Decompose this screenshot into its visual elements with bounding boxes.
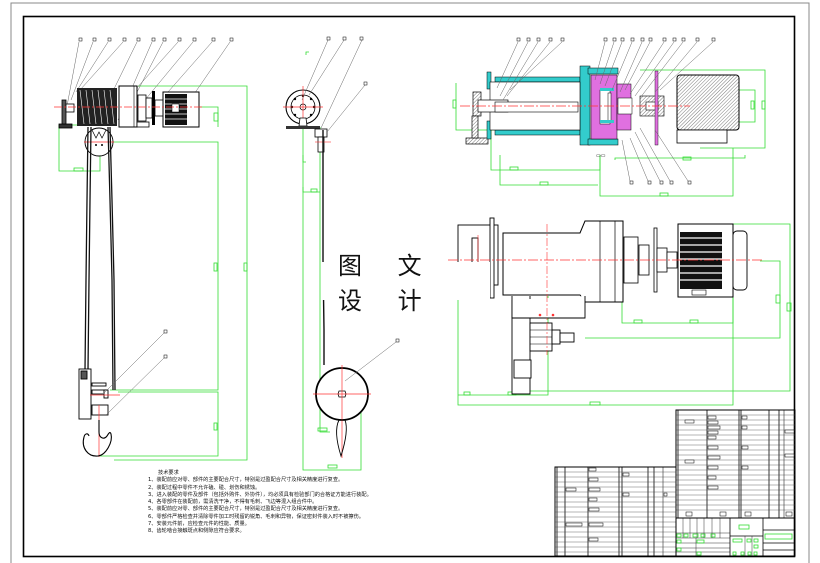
brake-disc — [654, 70, 659, 146]
section-view: ▭▭ — [452, 37, 766, 197]
hoist-rope — [84, 126, 116, 391]
requirement-item: 3、进入装配的零件及部件（包括外购件、外协件），均必须具有检验部门的合格证方能进… — [148, 491, 372, 498]
hook-block — [78, 368, 109, 420]
bearing-stand — [58, 99, 75, 129]
requirement-item: 7、安装元件前，应检查元件的性能、质量。 — [148, 521, 250, 528]
side-hook — [336, 419, 347, 458]
requirement-item: 1、装配前应对零、部件的主要配合尺寸，特别是过盈配合尺寸及相关精度进行复查。 — [148, 477, 344, 484]
section-motor — [676, 74, 740, 131]
requirement-item: 5、装配前应对零、部件的主要配合尺寸，特别是过盈配合尺寸及相关精度进行复查。 — [148, 506, 344, 513]
requirement-item: 6、零部件严格检查并清除零件加工时残留的锐角、毛刺和异物，保证密封件装入时不被擦… — [148, 513, 364, 520]
title-block-fields — [676, 524, 793, 556]
requirement-item: 8、齿轮啮合接触斑点和侧隙应符合要求。 — [148, 528, 245, 535]
lifting-hook — [82, 420, 112, 457]
front-view — [54, 37, 248, 461]
watermark: 图 文 设 计 — [322, 252, 490, 315]
parts-list-left-rows — [555, 471, 676, 553]
front-view-balloons — [78, 37, 234, 42]
top-view-drum — [502, 220, 624, 303]
parts-list-and-title-block — [554, 409, 796, 557]
gear-reducer — [118, 85, 138, 128]
requirement-item: 2、装配过程中零件不允许磕、碰、划伤和锈蚀。 — [148, 484, 261, 491]
requirement-item: 4、各零部件在装配前，需清洗干净，不得有毛刺、飞边等混入组合件中。 — [148, 499, 318, 506]
technical-requirements: 技术要求 1、装配前应对零、部件的主要配合尺寸，特别是过盈配合尺寸及相关精度进行… — [148, 470, 372, 536]
top-view — [448, 217, 792, 406]
inner-frame — [22, 15, 796, 558]
svg-text:▭▭: ▭▭ — [596, 153, 606, 159]
motor — [162, 91, 200, 128]
side-view-rope — [322, 130, 325, 365]
outer-border — [10, 2, 810, 563]
technical-requirements-title: 技术要求 — [158, 470, 179, 476]
top-view-motor — [677, 223, 748, 298]
parts-list-right-rows — [676, 414, 795, 511]
